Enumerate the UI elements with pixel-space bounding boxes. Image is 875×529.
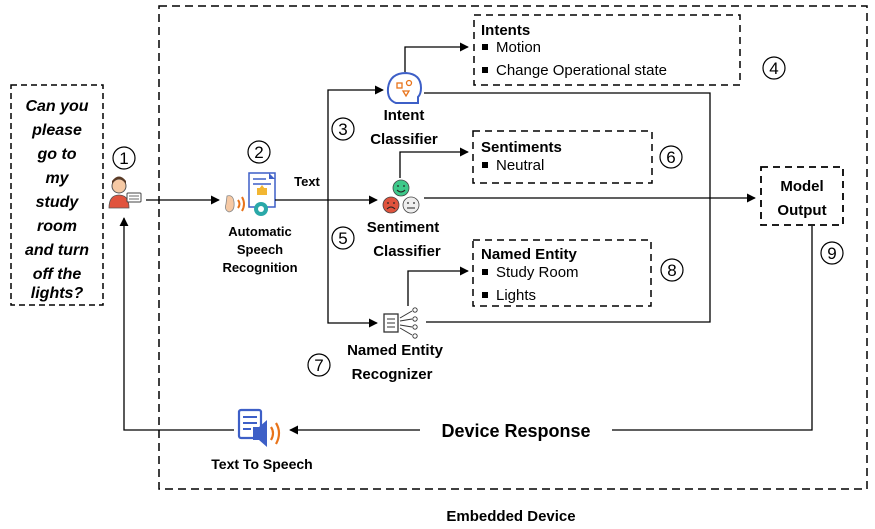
sentiments-box: [472, 130, 653, 184]
document-speaker-icon: [237, 408, 281, 447]
sentiment-classifier-label: Classifier: [373, 243, 441, 260]
device-response-label: Device Response: [441, 421, 590, 441]
svg-text:4: 4: [769, 59, 778, 78]
ner-label: Named Entity: [347, 342, 444, 359]
connectors: [119, 42, 813, 435]
embedded-device-label: Embedded Device: [446, 508, 575, 525]
model-output-label: Output: [777, 202, 826, 219]
intent-classifier-label: Classifier: [370, 131, 438, 148]
model-output-box: [760, 166, 844, 226]
svg-text:2: 2: [254, 143, 263, 162]
intent-item: Change Operational state: [496, 62, 667, 79]
step-marker: 6: [659, 145, 683, 169]
asr-label: Recognition: [222, 260, 297, 275]
model-output-label: Model: [780, 178, 823, 195]
user-at-computer-icon: [108, 176, 142, 209]
query-line: off the: [33, 266, 82, 283]
asr-label: Automatic: [228, 224, 292, 239]
query-line: Can you: [25, 98, 88, 115]
intents-box: [473, 14, 741, 86]
ner-label: Recognizer: [352, 366, 433, 383]
query-box: [10, 84, 104, 306]
named-entity-box: [472, 239, 652, 307]
step-marker: 5: [331, 226, 355, 250]
query-line: please: [31, 122, 82, 139]
step-marker: 4: [762, 56, 786, 80]
svg-text:6: 6: [666, 148, 675, 167]
query-line: lights?: [31, 285, 84, 302]
query-line: study: [36, 194, 80, 211]
step-marker: 1: [112, 146, 136, 170]
query-line: go to: [36, 146, 76, 163]
intent-classifier-label: Intent: [384, 107, 425, 124]
query-line: and turn: [25, 242, 89, 259]
named-entity-item: Lights: [496, 287, 536, 304]
step-marker: 2: [247, 140, 271, 164]
emoji-faces-icon: [382, 179, 420, 214]
brain-head-icon: [386, 71, 423, 104]
named-entity-item: Study Room: [496, 264, 579, 281]
document-entities-icon: [383, 307, 418, 339]
step-marker: 9: [820, 241, 844, 265]
query-line: room: [37, 218, 77, 235]
svg-text:7: 7: [314, 356, 323, 375]
text-edge-label: Text: [294, 174, 320, 189]
svg-text:8: 8: [667, 261, 676, 280]
query-line: my: [45, 170, 69, 187]
intent-item: Motion: [496, 39, 541, 56]
step-marker: 8: [660, 258, 684, 282]
svg-text:5: 5: [338, 229, 347, 248]
step-marker: 3: [331, 117, 355, 141]
svg-text:1: 1: [119, 149, 128, 168]
tts-label: Text To Speech: [211, 456, 312, 472]
named-entity-title: Named Entity: [481, 246, 578, 263]
sentiments-title: Sentiments: [481, 139, 562, 156]
embedded-device-container: [158, 5, 868, 490]
query-text: Can you please go to my study room and t…: [25, 98, 89, 302]
svg-text:9: 9: [827, 244, 836, 263]
asr-label: Speech: [237, 242, 283, 257]
svg-text:3: 3: [338, 120, 347, 139]
speech-to-document-icon: [225, 172, 276, 216]
sentiment-classifier-label: Sentiment: [367, 219, 440, 236]
step-marker: 7: [307, 353, 331, 377]
sentiment-item: Neutral: [496, 157, 544, 174]
intents-title: Intents: [481, 22, 530, 39]
